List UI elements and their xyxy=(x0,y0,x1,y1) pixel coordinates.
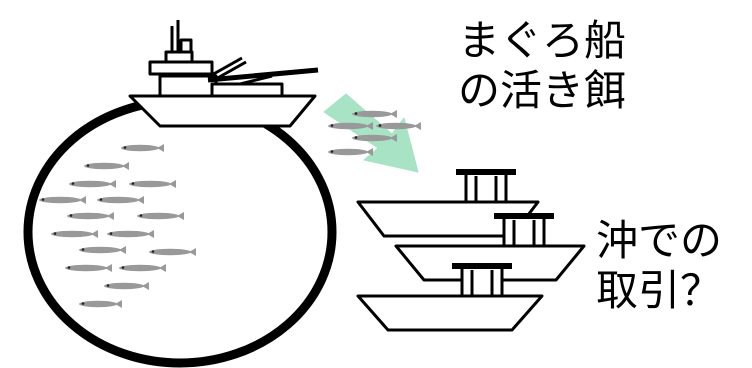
tuna-ship-icon xyxy=(128,20,319,128)
sardine-icon xyxy=(129,180,176,188)
sardine-icon xyxy=(328,148,373,156)
sardine-icon xyxy=(328,122,373,130)
sardine-icon xyxy=(149,248,196,256)
sardine-icon xyxy=(67,212,114,220)
bait-fish-school xyxy=(39,144,196,308)
bait-fish-in-transit xyxy=(328,110,421,156)
sardine-icon xyxy=(121,144,164,152)
sardine-icon xyxy=(376,122,421,130)
sardine-icon xyxy=(65,264,112,272)
sardine-icon xyxy=(137,212,184,220)
sardine-icon xyxy=(51,230,98,238)
bait-boat-icon xyxy=(356,169,540,238)
bait-boat-icon xyxy=(356,263,544,332)
tuna-bait-caption: まぐろ船 の活き餌 xyxy=(458,16,626,116)
sardine-icon xyxy=(69,180,116,188)
caption-line-1: まぐろ船 xyxy=(458,16,627,65)
sardine-icon xyxy=(352,134,397,142)
caption-line-1: 沖での xyxy=(596,216,723,265)
sardine-icon xyxy=(104,282,149,290)
sardine-icon xyxy=(352,110,397,118)
offshore-deal-caption: 沖での 取引？ xyxy=(596,216,722,316)
sardine-icon xyxy=(79,300,122,308)
sardine-icon xyxy=(97,196,144,204)
sardine-icon xyxy=(39,196,86,204)
sardine-icon xyxy=(84,162,129,170)
transfer-arrow-icon xyxy=(323,93,419,173)
sardine-icon xyxy=(107,230,154,238)
sardine-icon xyxy=(119,264,166,272)
sardine-icon xyxy=(79,246,126,254)
caption-line-2: の活き餌 xyxy=(458,66,627,115)
caption-line-2: 取引？ xyxy=(596,266,723,315)
